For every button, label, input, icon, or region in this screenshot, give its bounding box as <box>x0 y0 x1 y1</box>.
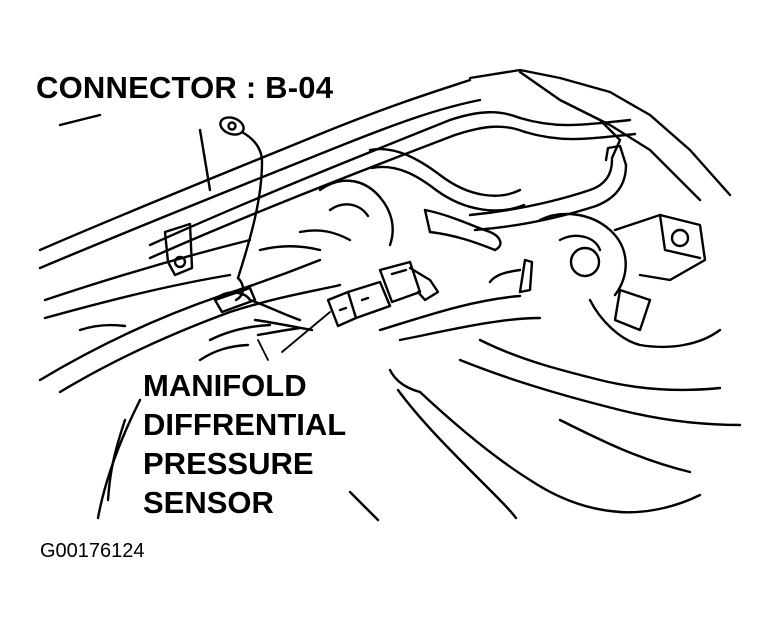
ground-wire <box>219 116 264 302</box>
part-label-line-3: PRESSURE <box>143 446 314 481</box>
body-outline <box>38 68 732 320</box>
vacuum-hose <box>468 144 628 232</box>
lower-body-lines <box>78 323 380 522</box>
lower-harness <box>38 229 352 394</box>
connector-label: CONNECTOR : B-04 <box>36 70 334 105</box>
leader-lines <box>257 311 331 361</box>
part-label: MANIFOLD DIFFRENTIAL PRESSURE SENSOR <box>143 366 346 522</box>
intake-tubes <box>318 147 526 252</box>
upper-harness <box>148 111 637 260</box>
part-label-line-1: MANIFOLD <box>143 368 307 403</box>
map-sensor-connector <box>326 260 440 328</box>
intake-plenum <box>378 294 742 520</box>
part-label-line-2: DIFFRENTIAL <box>143 407 347 442</box>
throttle-assembly <box>488 212 722 349</box>
mounting-bracket <box>163 222 194 277</box>
figure-id: G00176124 <box>40 540 145 562</box>
part-label-line-4: SENSOR <box>143 485 274 520</box>
